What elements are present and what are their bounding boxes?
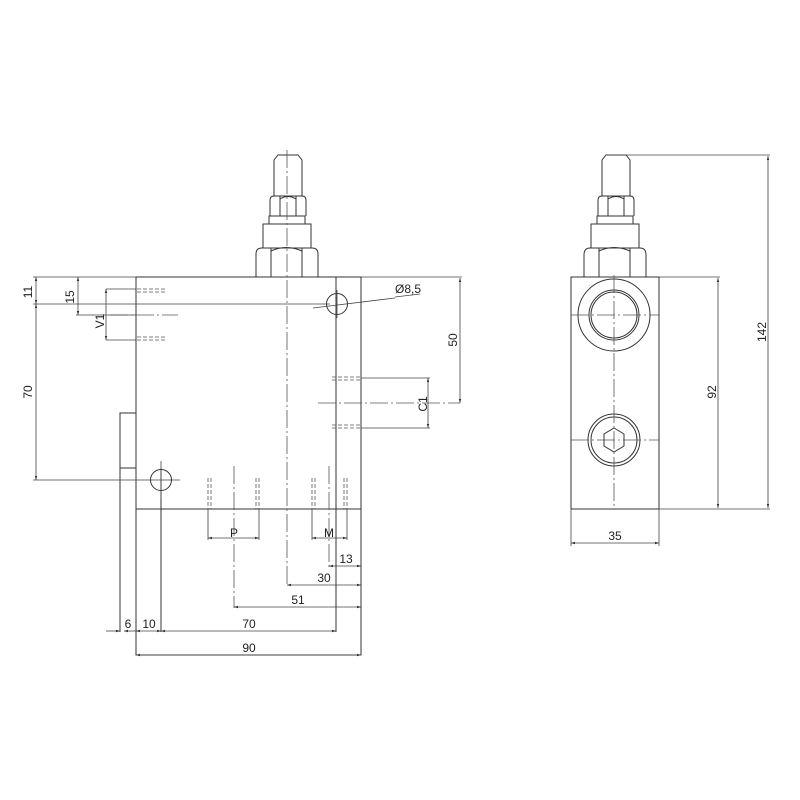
dim-70-vertical: 70 bbox=[21, 385, 35, 399]
dim-10: 10 bbox=[142, 617, 156, 631]
dim-15: 15 bbox=[63, 290, 77, 304]
adjuster-cartridge bbox=[255, 150, 319, 585]
dim-30: 30 bbox=[317, 571, 331, 585]
mounting-hole-bottom bbox=[150, 461, 172, 499]
dim-70-horizontal: 70 bbox=[242, 617, 256, 631]
side-view: 142 92 35 bbox=[570, 154, 770, 546]
dim-50: 50 bbox=[446, 333, 460, 347]
side-plug bbox=[571, 413, 659, 467]
label-v1: V1 bbox=[93, 313, 107, 328]
side-adjuster-cartridge bbox=[583, 154, 647, 277]
port-p: P bbox=[207, 466, 260, 608]
dim-51: 51 bbox=[291, 593, 305, 607]
dim-142: 142 bbox=[755, 322, 769, 342]
mounting-hole-top: Ø8,5 bbox=[312, 282, 421, 318]
port-v1: V1 bbox=[93, 288, 178, 341]
dim-90: 90 bbox=[242, 641, 256, 655]
front-view: V1 11 15 70 Ø8,5 bbox=[21, 150, 462, 657]
dim-6: 6 bbox=[125, 617, 132, 631]
side-port-large bbox=[571, 278, 659, 352]
port-m: M bbox=[311, 466, 348, 568]
port-c1: C1 bbox=[318, 376, 460, 429]
label-m: M bbox=[324, 526, 334, 540]
dim-35: 35 bbox=[608, 529, 622, 543]
label-p: P bbox=[230, 526, 238, 540]
dim-hole-diameter: Ø8,5 bbox=[395, 282, 421, 296]
left-flange bbox=[119, 412, 137, 469]
dim-92: 92 bbox=[705, 385, 719, 399]
dim-13: 13 bbox=[339, 552, 353, 566]
label-c1: C1 bbox=[416, 396, 430, 412]
side-body bbox=[570, 276, 660, 510]
dim-11: 11 bbox=[21, 285, 35, 298]
